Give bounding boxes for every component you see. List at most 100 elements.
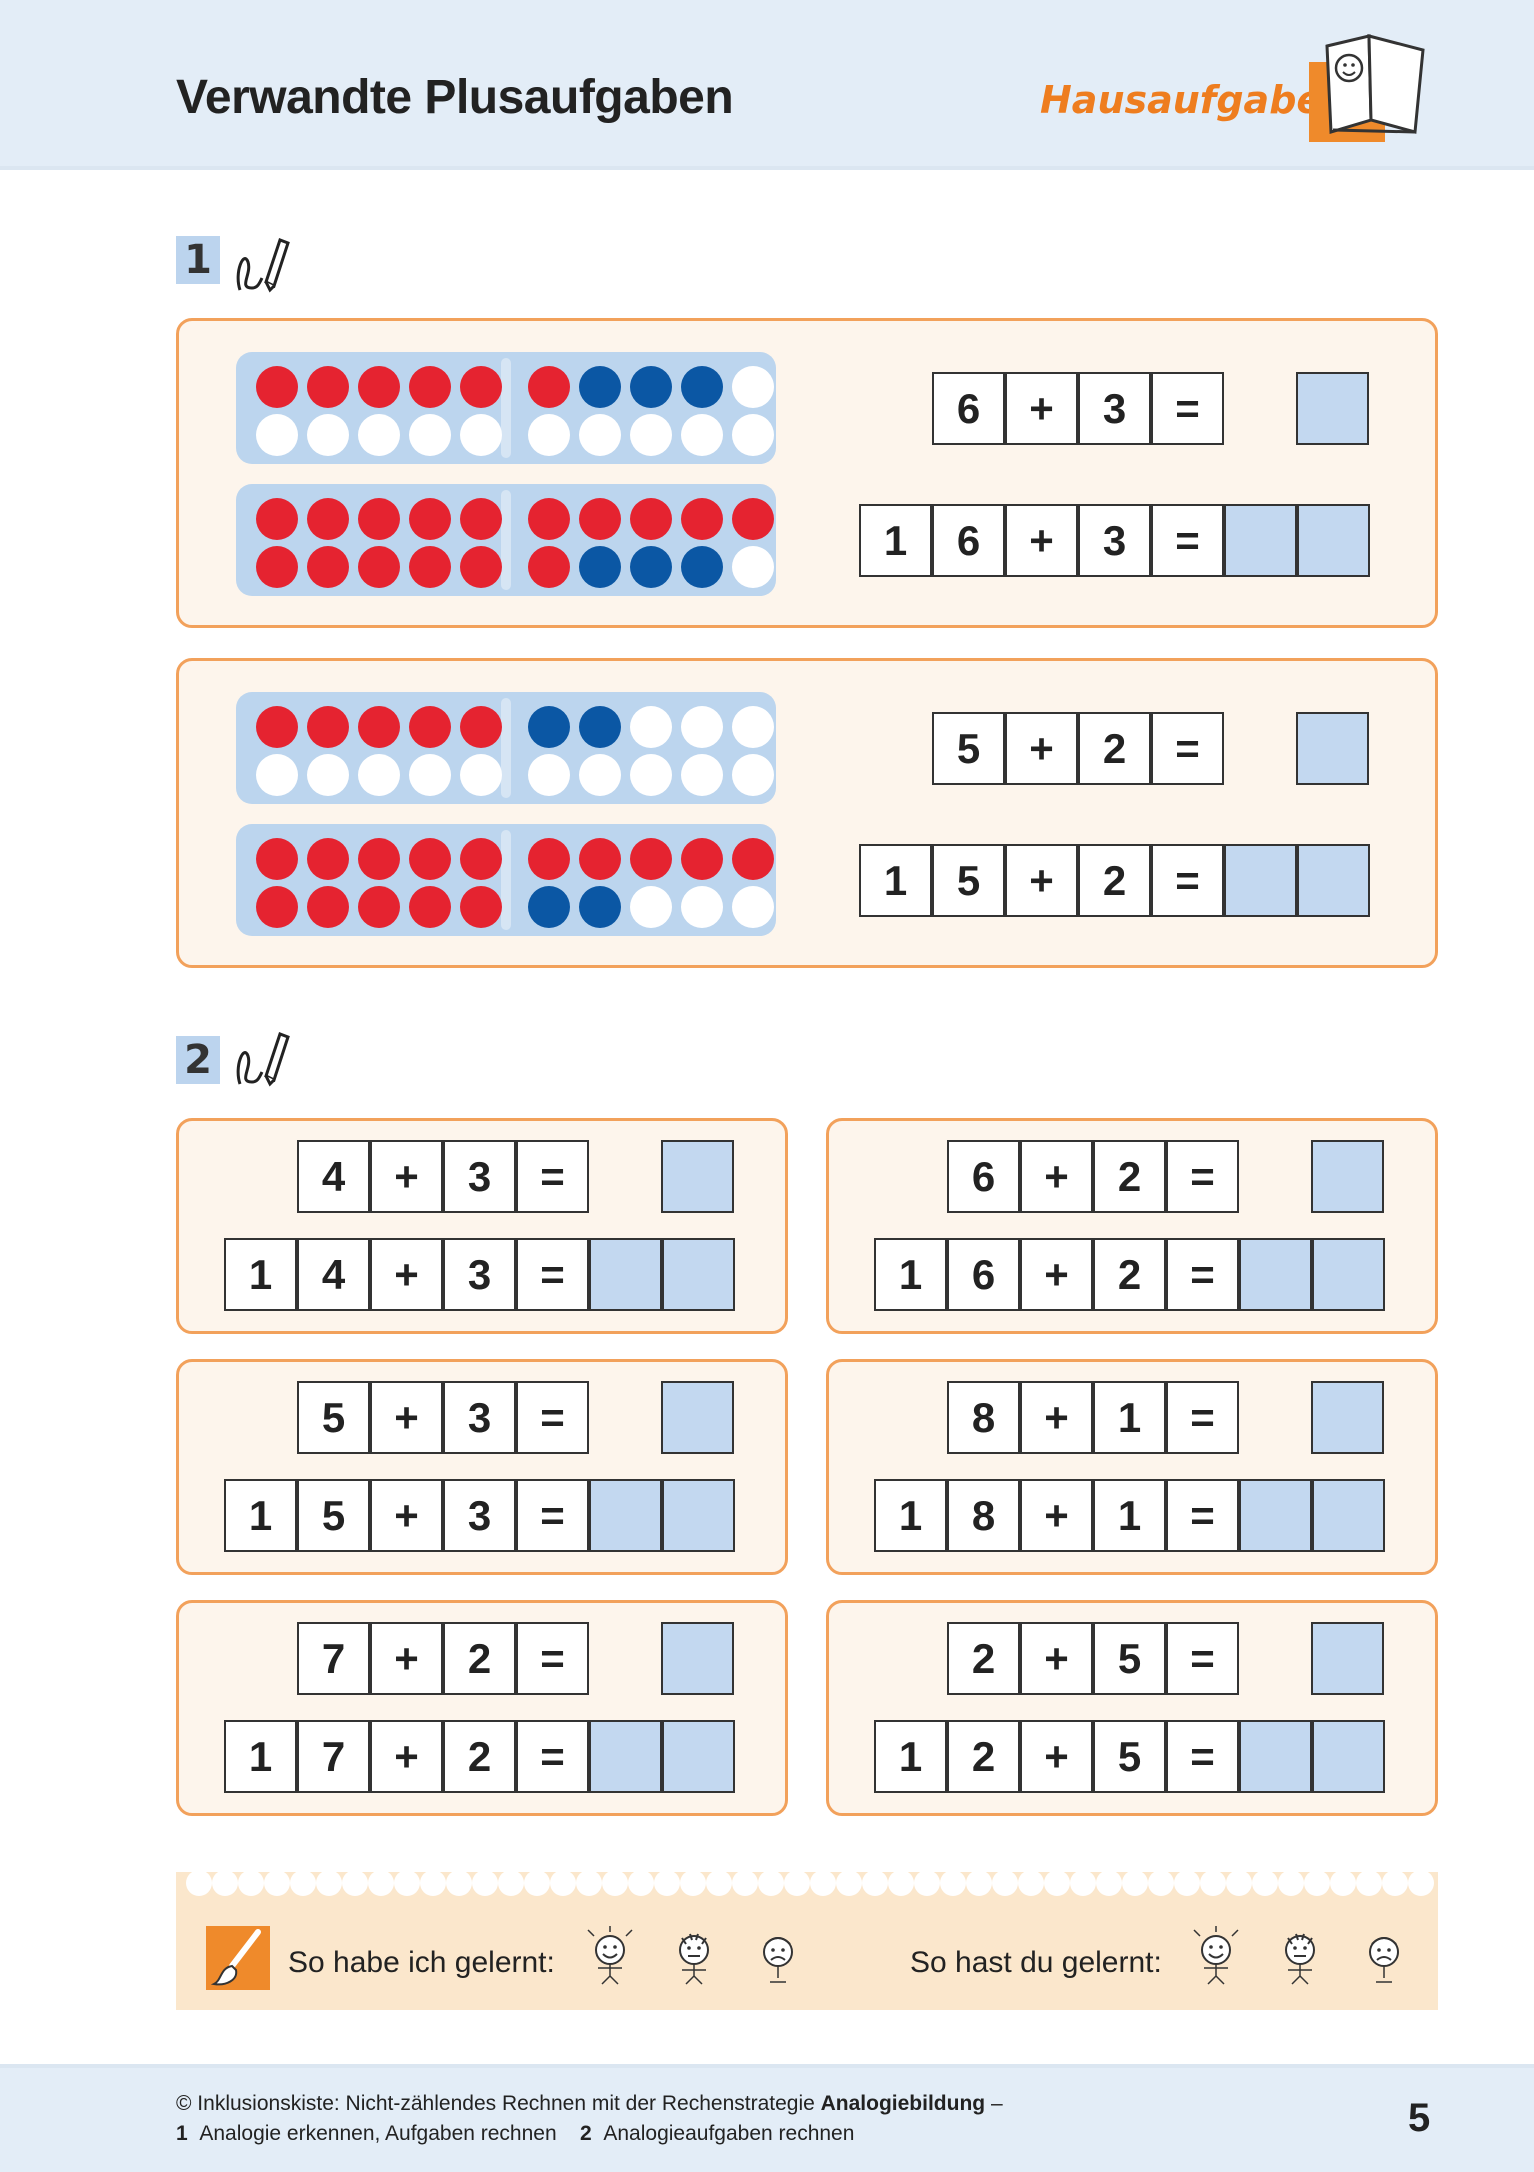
counter-dot-white xyxy=(732,754,774,796)
open-book-smiley-icon xyxy=(1309,34,1425,142)
equation-cell: 6 xyxy=(932,372,1005,445)
decorative-scallop xyxy=(1148,1870,1174,1896)
decorative-scallop xyxy=(862,1870,888,1896)
counter-dot-blue xyxy=(579,706,621,748)
answer-box[interactable] xyxy=(1224,844,1297,917)
equation-cell: 1 xyxy=(859,844,932,917)
decorative-scallop xyxy=(992,1870,1018,1896)
decorative-scallop xyxy=(940,1870,966,1896)
footer-copyright: © Inklusionskiste: Nicht-zählendes Rechn… xyxy=(176,2092,1003,2116)
happy-face-icon[interactable] xyxy=(580,1924,640,1986)
answer-box[interactable] xyxy=(1239,1479,1312,1552)
counter-dot-white xyxy=(579,414,621,456)
sad-face-icon[interactable] xyxy=(748,1924,808,1986)
answer-box[interactable] xyxy=(1311,1140,1384,1213)
counter-dot-red xyxy=(256,546,298,588)
equation-cell: = xyxy=(1151,504,1224,577)
answer-box[interactable] xyxy=(1312,1479,1385,1552)
counter-dot-red xyxy=(256,366,298,408)
answer-box[interactable] xyxy=(1312,1720,1385,1793)
equation-cell: + xyxy=(370,1238,443,1311)
answer-box[interactable] xyxy=(1239,1720,1312,1793)
decorative-scallop xyxy=(602,1870,628,1896)
footer-task-2-text: Analogieaufgaben rechnen xyxy=(603,2122,855,2145)
twenty-frame xyxy=(236,692,776,804)
frame-divider xyxy=(501,358,511,458)
counter-dot-white xyxy=(409,754,451,796)
counter-dot-white xyxy=(630,414,672,456)
counter-dot-blue xyxy=(528,886,570,928)
decorative-scallop xyxy=(524,1870,550,1896)
counter-dot-white xyxy=(358,754,400,796)
answer-box[interactable] xyxy=(1239,1238,1312,1311)
homework-label: Hausaufgabe 1 xyxy=(1040,78,1362,122)
equation-cell: = xyxy=(1166,1720,1239,1793)
counter-dot-red xyxy=(460,886,502,928)
equation-cell: = xyxy=(1166,1238,1239,1311)
neutral-face-icon[interactable] xyxy=(1270,1924,1330,1986)
decorative-scallop xyxy=(238,1870,264,1896)
counter-dot-red xyxy=(409,706,451,748)
answer-box[interactable] xyxy=(1311,1381,1384,1454)
task-2-number: 2 xyxy=(176,1036,220,1084)
equation-cell: + xyxy=(1005,712,1078,785)
answer-box[interactable] xyxy=(1311,1622,1384,1695)
counter-dot-white xyxy=(681,754,723,796)
decorative-scallop xyxy=(1070,1870,1096,1896)
equation-cell: 2 xyxy=(443,1622,516,1695)
header-band xyxy=(0,0,1534,170)
answer-box[interactable] xyxy=(661,1622,734,1695)
decorative-scallop xyxy=(888,1870,914,1896)
equation-cell: 2 xyxy=(947,1622,1020,1695)
footer-task-descriptions: 1 Analogie erkennen, Aufgaben rechnen 2 … xyxy=(176,2122,854,2146)
answer-box[interactable] xyxy=(1296,712,1369,785)
answer-box[interactable] xyxy=(1297,504,1370,577)
equation-cell: 1 xyxy=(874,1238,947,1311)
counter-dot-white xyxy=(409,414,451,456)
twenty-frame xyxy=(236,824,776,936)
counter-dot-red xyxy=(681,498,723,540)
decorative-scallop xyxy=(732,1870,758,1896)
answer-box[interactable] xyxy=(661,1140,734,1213)
counter-dot-red xyxy=(409,886,451,928)
counter-dot-red xyxy=(256,706,298,748)
equation-cell: 8 xyxy=(947,1381,1020,1454)
answer-box[interactable] xyxy=(1224,504,1297,577)
decorative-scallop xyxy=(316,1870,342,1896)
answer-box[interactable] xyxy=(662,1238,735,1311)
equation-cell: + xyxy=(370,1479,443,1552)
decorative-scallop xyxy=(628,1870,654,1896)
counter-dot-white xyxy=(630,886,672,928)
answer-box[interactable] xyxy=(589,1720,662,1793)
counter-dot-red xyxy=(358,366,400,408)
answer-box[interactable] xyxy=(1296,372,1369,445)
answer-box[interactable] xyxy=(589,1479,662,1552)
twenty-frame xyxy=(236,484,776,596)
twenty-frame xyxy=(236,352,776,464)
counter-dot-red xyxy=(307,706,349,748)
decorative-scallop xyxy=(654,1870,680,1896)
feedback-strip: So habe ich gelernt: So hast du gelernt: xyxy=(176,1870,1438,2010)
answer-box[interactable] xyxy=(662,1479,735,1552)
counter-dot-white xyxy=(358,414,400,456)
equation-cell: 2 xyxy=(1093,1140,1166,1213)
neutral-face-icon[interactable] xyxy=(664,1924,724,1986)
counter-dot-blue xyxy=(630,546,672,588)
frame-divider xyxy=(501,698,511,798)
answer-box[interactable] xyxy=(1312,1238,1385,1311)
footer-strategy: Analogiebildung xyxy=(820,2092,986,2115)
answer-box[interactable] xyxy=(661,1381,734,1454)
equation-cell: + xyxy=(1005,372,1078,445)
decorative-scallop xyxy=(758,1870,784,1896)
answer-box[interactable] xyxy=(1297,844,1370,917)
counter-dot-white xyxy=(681,886,723,928)
happy-face-icon[interactable] xyxy=(1186,1924,1246,1986)
decorative-scallop xyxy=(1122,1870,1148,1896)
sad-face-icon[interactable] xyxy=(1354,1924,1414,1986)
footer-task-1-number: 1 xyxy=(176,2122,188,2145)
counter-dot-red xyxy=(528,546,570,588)
answer-box[interactable] xyxy=(662,1720,735,1793)
equation-cell: 4 xyxy=(297,1140,370,1213)
equation-cell: = xyxy=(516,1479,589,1552)
answer-box[interactable] xyxy=(589,1238,662,1311)
